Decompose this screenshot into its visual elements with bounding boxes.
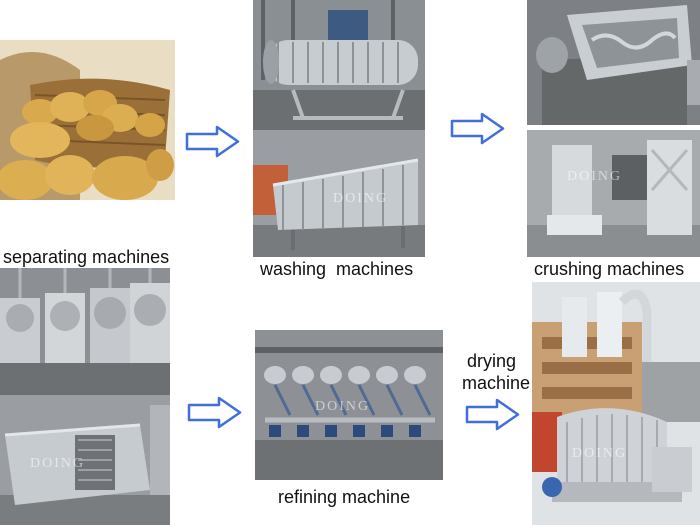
watermark: DOING <box>572 446 627 461</box>
watermark: DOING <box>567 169 622 184</box>
potatoes-photo <box>0 40 175 200</box>
right-arrow-icon <box>450 112 505 145</box>
crushing-machine-photo-1 <box>527 0 700 125</box>
washing-machine-photo-2: DOING <box>253 130 425 257</box>
watermark: DOING <box>333 191 388 206</box>
washing-machine-photo-1 <box>253 0 425 130</box>
separating-machine-photo-1 <box>0 268 170 395</box>
separating-machines-label: separating machines <box>3 247 170 267</box>
crushing-machine-photo-2: DOING <box>527 130 700 257</box>
washing-machines-label: washing machines <box>260 259 414 279</box>
crushing-machines-label: crushing machines <box>534 259 685 279</box>
watermark: DOING <box>315 399 370 414</box>
watermark: DOING <box>30 456 85 471</box>
separating-machine-photo-2: DOING <box>0 395 170 525</box>
drying-machine-label-line2: machine <box>462 373 531 393</box>
right-arrow-icon <box>187 396 242 429</box>
drying-machine-label-line1: drying <box>467 351 517 371</box>
drying-machine-photo: DOING <box>532 282 700 525</box>
right-arrow-icon <box>185 125 240 158</box>
refining-machine-label: refining machine <box>278 487 411 507</box>
right-arrow-icon <box>465 398 520 431</box>
refining-machine-photo: DOING <box>255 330 443 480</box>
